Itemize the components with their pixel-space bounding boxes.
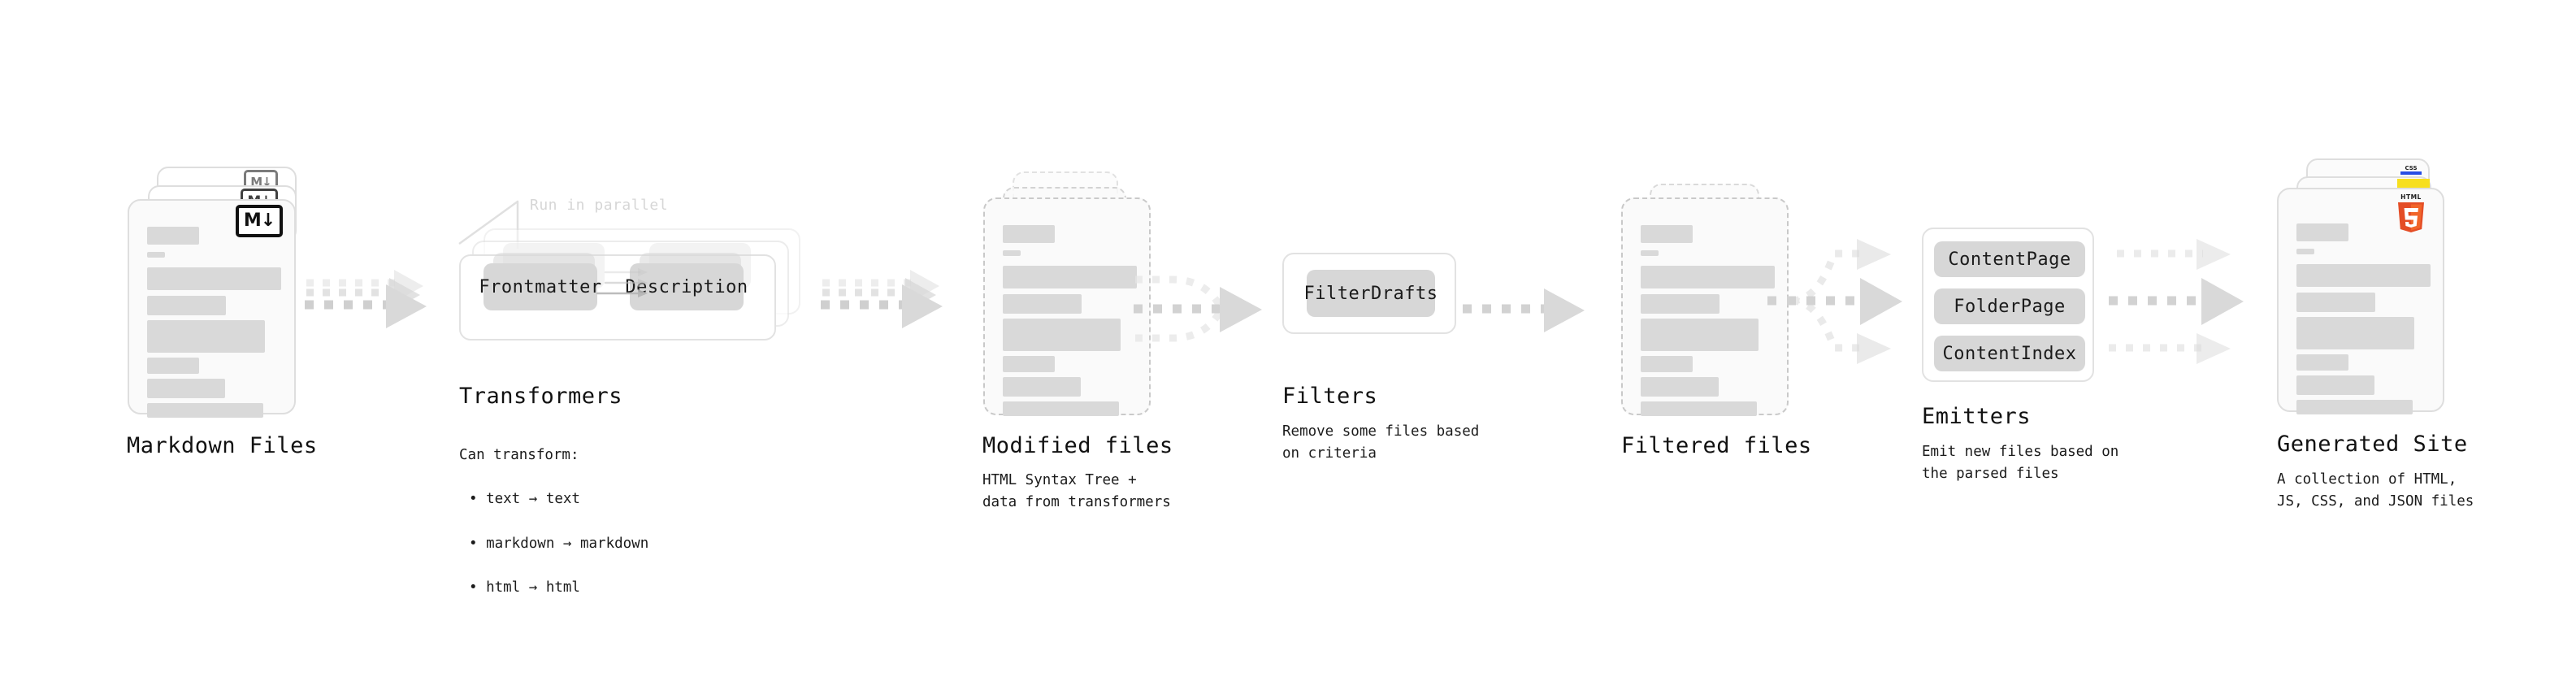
run-in-parallel-bracket	[458, 200, 519, 249]
stage-markdown-files: M↓ M↓ M↓ Markdown Files	[0, 0, 341, 681]
connector-emitters-to-site	[2109, 239, 2244, 364]
connector-filters-to-filtered	[1463, 288, 1585, 332]
stage-title-filters: Filters	[1282, 384, 1378, 409]
generated-card-front	[2277, 188, 2444, 414]
stage-filtered-files: Filtered files	[1576, 0, 1902, 681]
markdown-icon: M↓	[236, 205, 283, 237]
transformers-bullet-1: • markdown → markdown	[469, 535, 649, 552]
css3-icon: CSS	[2400, 165, 2422, 175]
chip-contentindex[interactable]: ContentIndex	[1934, 336, 2085, 371]
generated-site-subtitle: A collection of HTML, JS, CSS, and JSON …	[2277, 471, 2474, 510]
run-in-parallel-label: Run in parallel	[530, 197, 669, 214]
filters-subtitle: Remove some files based on criteria	[1282, 423, 1480, 462]
stage-generated-site: CSS HTML	[2227, 0, 2576, 681]
connector-md-to-transformers	[305, 270, 427, 328]
chip-filterdrafts-label: FilterDrafts	[1303, 283, 1438, 304]
transformers-box: Frontmatter Description	[459, 243, 776, 340]
stage-title-modified-files: Modified files	[982, 433, 1173, 458]
chip-contentpage-label: ContentPage	[1948, 249, 2071, 270]
transformers-subtitle: Can transform: • text → text • markdown …	[459, 423, 648, 621]
svg-text:HTML: HTML	[2400, 193, 2422, 201]
stage-title-markdown-files: Markdown Files	[127, 433, 318, 458]
chip-contentpage[interactable]: ContentPage	[1934, 241, 2085, 277]
filtered-card-front	[1621, 197, 1789, 416]
stage-filters: FilterDrafts Filters Remove some files b…	[1268, 0, 1593, 681]
filters-box: FilterDrafts	[1282, 253, 1456, 334]
chip-folderpage-label: FolderPage	[1954, 296, 2066, 317]
chip-frontmatter-label: Frontmatter	[479, 276, 602, 297]
stage-emitters: ContentPage FolderPage ContentIndex Emit…	[1893, 0, 2235, 681]
html5-icon: HTML	[2398, 193, 2424, 232]
chip-contentindex-label: ContentIndex	[1942, 343, 2077, 364]
stage-transformers: Run in parallel Frontmatter Description	[443, 0, 825, 681]
stage-title-transformers: Transformers	[459, 384, 623, 409]
transformer-internal-arrows	[596, 268, 648, 297]
modified-files-subtitle: HTML Syntax Tree + data from transformer…	[982, 472, 1171, 511]
chip-folderpage[interactable]: FolderPage	[1934, 288, 2085, 324]
connector-transformers-to-modified	[821, 270, 943, 328]
transformers-bullet-2: • html → html	[469, 579, 580, 596]
modified-card-front	[983, 197, 1151, 416]
connector-modified-to-filters	[1134, 275, 1262, 342]
stage-title-filtered-files: Filtered files	[1621, 433, 1812, 458]
svg-text:CSS: CSS	[2405, 165, 2417, 171]
transformers-subtitle-lead: Can transform:	[459, 447, 579, 464]
stage-modified-files: Modified files HTML Syntax Tree + data f…	[935, 0, 1276, 681]
transformers-bullet-0: • text → text	[469, 491, 580, 508]
chip-frontmatter[interactable]: Frontmatter	[479, 263, 601, 310]
stage-title-emitters: Emitters	[1922, 404, 2032, 429]
emitters-box: ContentPage FolderPage ContentIndex	[1922, 228, 2094, 382]
chip-filterdrafts[interactable]: FilterDrafts	[1303, 270, 1438, 317]
connector-filtered-to-emitters	[1767, 239, 1902, 364]
stage-title-generated-site: Generated Site	[2277, 432, 2468, 457]
emitters-subtitle: Emit new files based on the parsed files	[1922, 444, 2119, 483]
